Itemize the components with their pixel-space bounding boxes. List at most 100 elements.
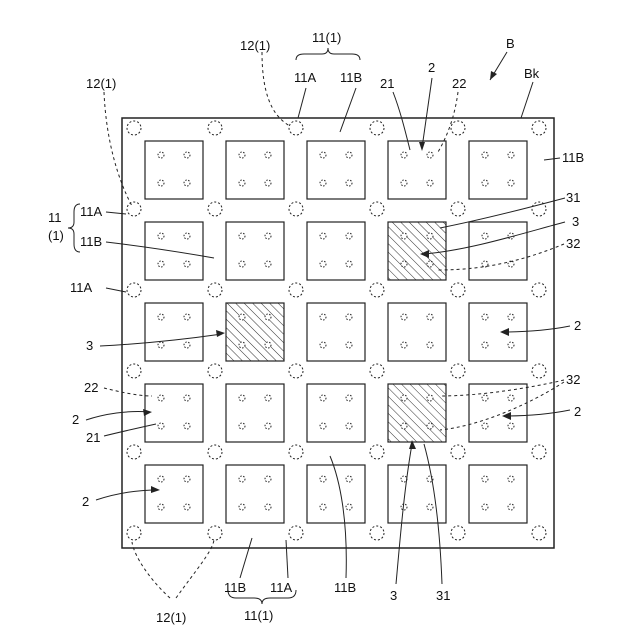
pad xyxy=(346,423,352,429)
chip xyxy=(145,303,203,361)
chip xyxy=(226,384,284,442)
label-left-1: (1) xyxy=(48,228,64,243)
chip xyxy=(307,222,365,280)
pad xyxy=(184,152,190,158)
pad xyxy=(427,261,433,267)
pad xyxy=(184,423,190,429)
pad xyxy=(239,423,245,429)
chip xyxy=(145,384,203,442)
chip xyxy=(469,465,527,523)
label-Bk: Bk xyxy=(524,66,540,81)
hole xyxy=(532,445,546,459)
pad xyxy=(401,342,407,348)
label-left-12: 12(1) xyxy=(86,76,116,91)
label-left-11A-b: 11A xyxy=(70,280,92,295)
pad xyxy=(320,342,326,348)
brace-left-11 xyxy=(68,204,80,252)
pad xyxy=(482,180,488,186)
pad xyxy=(482,423,488,429)
hole xyxy=(532,121,546,135)
pad xyxy=(184,261,190,267)
hole xyxy=(289,283,303,297)
pad xyxy=(508,476,514,482)
label-top-21: 21 xyxy=(380,76,394,91)
pad xyxy=(401,233,407,239)
pad xyxy=(265,261,271,267)
hole xyxy=(451,445,465,459)
pad xyxy=(508,314,514,320)
pad xyxy=(158,233,164,239)
pad xyxy=(320,261,326,267)
pad xyxy=(265,423,271,429)
pad xyxy=(158,504,164,510)
pad xyxy=(265,314,271,320)
pad xyxy=(427,314,433,320)
pad xyxy=(265,180,271,186)
pad xyxy=(184,395,190,401)
pad xyxy=(346,476,352,482)
hole xyxy=(289,526,303,540)
chip xyxy=(226,141,284,199)
pad xyxy=(184,180,190,186)
pad xyxy=(346,261,352,267)
pad xyxy=(482,504,488,510)
pad xyxy=(184,342,190,348)
pad xyxy=(158,261,164,267)
pad xyxy=(265,342,271,348)
label-bot-11B-mid: 11B xyxy=(334,580,356,595)
leader-bot-12a xyxy=(132,542,170,598)
label-left-21: 21 xyxy=(86,430,100,445)
pad xyxy=(401,423,407,429)
chip xyxy=(145,141,203,199)
pad xyxy=(320,395,326,401)
pad xyxy=(427,342,433,348)
hole xyxy=(451,121,465,135)
chip-hatched xyxy=(388,384,446,442)
hole xyxy=(370,283,384,297)
pad xyxy=(184,476,190,482)
hole xyxy=(127,526,141,540)
leader-top-12 xyxy=(262,52,290,126)
label-right-31: 31 xyxy=(566,190,580,205)
hole xyxy=(370,445,384,459)
pad xyxy=(401,395,407,401)
pad xyxy=(427,180,433,186)
brace-top-11 xyxy=(296,48,360,60)
label-bot-31: 31 xyxy=(436,588,450,603)
pad xyxy=(482,314,488,320)
pad xyxy=(482,152,488,158)
label-left-11: 11 xyxy=(48,210,62,225)
pad xyxy=(320,423,326,429)
chip xyxy=(307,384,365,442)
label-top-22: 22 xyxy=(452,76,466,91)
pad xyxy=(482,342,488,348)
pad xyxy=(482,395,488,401)
label-left-2a: 2 xyxy=(72,412,79,427)
pad xyxy=(320,314,326,320)
hole xyxy=(370,202,384,216)
pad xyxy=(346,233,352,239)
chip xyxy=(388,141,446,199)
label-bot-11B: 11B xyxy=(224,580,246,595)
pad xyxy=(320,476,326,482)
pad xyxy=(508,152,514,158)
hole xyxy=(451,526,465,540)
hole xyxy=(532,283,546,297)
label-left-3: 3 xyxy=(86,338,93,353)
pad xyxy=(346,314,352,320)
chip xyxy=(145,465,203,523)
chip xyxy=(469,222,527,280)
pad xyxy=(239,261,245,267)
pad xyxy=(158,342,164,348)
pad xyxy=(427,395,433,401)
label-left-11A-a: 11A xyxy=(80,204,102,219)
label-right-11B: 11B xyxy=(562,150,584,165)
pad xyxy=(158,314,164,320)
hole xyxy=(289,364,303,378)
pad xyxy=(265,476,271,482)
pad xyxy=(508,423,514,429)
pad xyxy=(346,180,352,186)
pad xyxy=(239,180,245,186)
hole xyxy=(370,364,384,378)
pad xyxy=(265,504,271,510)
